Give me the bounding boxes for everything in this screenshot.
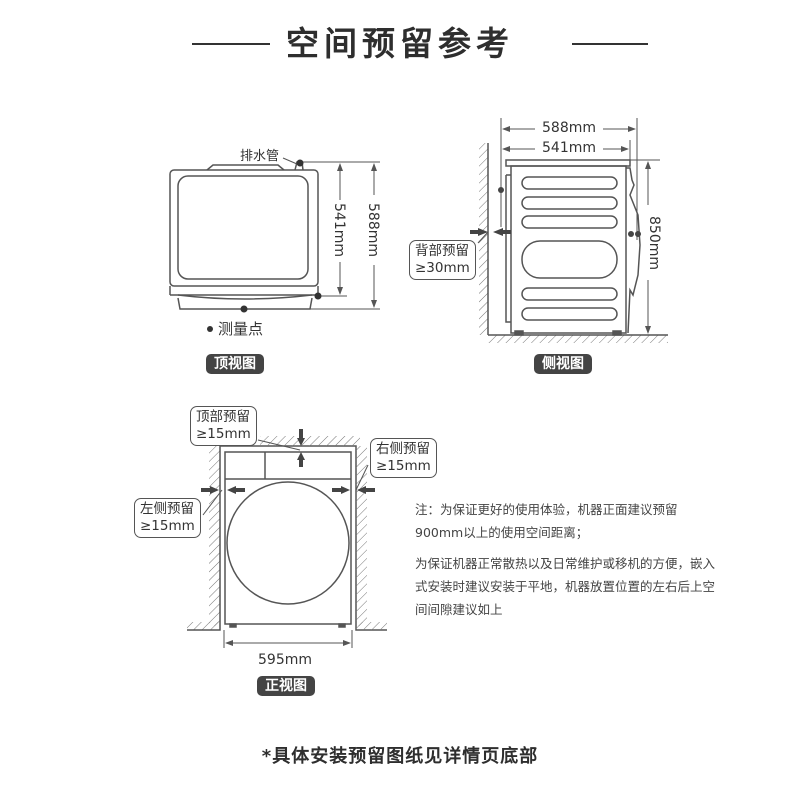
front-arrows xyxy=(201,429,375,494)
back-clearance-value: ≥30mm xyxy=(415,260,470,276)
note-installation: 为保证机器正常散热以及日常维护或移机的方便，嵌入式安装时建议安装于平地，机器放置… xyxy=(415,556,716,617)
side-view-dim-588: 588mm xyxy=(540,120,598,136)
title-left-rule xyxy=(192,43,270,45)
note-front-clearance: 注：为保证更好的使用体验，机器正面建议预留900mm以上的使用空间距离； xyxy=(415,502,678,540)
top-view-tag: 顶视图 xyxy=(206,354,264,374)
left-clearance-callout: 左侧预留 ≥15mm xyxy=(134,498,201,538)
top-clearance-callout: 顶部预留 ≥15mm xyxy=(190,406,257,446)
left-clearance-value: ≥15mm xyxy=(140,518,195,534)
section-header: 空间预留参考 xyxy=(0,22,800,66)
right-clearance-callout: 右侧预留 ≥15mm xyxy=(370,438,437,478)
top-clearance-title: 顶部预留 xyxy=(196,409,250,425)
front-view-dim-595: 595mm xyxy=(258,652,312,668)
side-view-dim-850: 850mm xyxy=(646,214,662,272)
measurement-point-legend: 测量点 xyxy=(218,320,264,338)
left-clearance-title: 左侧预留 xyxy=(140,501,194,517)
back-clearance-callout: 背部预留 ≥30mm xyxy=(409,240,476,280)
front-view-tag: 正视图 xyxy=(257,676,315,696)
side-view-dim-541: 541mm xyxy=(540,140,598,156)
measurement-points-top xyxy=(207,159,322,332)
front-view-drawing xyxy=(187,436,387,648)
top-view-dim-541: 541mm xyxy=(331,201,347,259)
drain-pipe-label: 排水管 xyxy=(240,149,280,164)
top-clearance-value: ≥15mm xyxy=(196,426,251,442)
page-title: 空间预留参考 xyxy=(286,24,514,63)
title-right-rule xyxy=(572,43,648,45)
legend-dot xyxy=(207,326,213,332)
side-view-drawing xyxy=(477,118,668,343)
top-view-dim-588: 588mm xyxy=(365,201,381,259)
right-clearance-value: ≥15mm xyxy=(376,458,431,474)
side-view-tag: 侧视图 xyxy=(534,354,592,374)
side-arrows xyxy=(470,187,641,237)
back-clearance-title: 背部预留 xyxy=(415,243,469,259)
right-clearance-title: 右侧预留 xyxy=(376,441,430,457)
footer-note: *具体安装预留图纸见详情页底部 xyxy=(261,746,539,767)
top-view-drawing xyxy=(169,157,380,310)
